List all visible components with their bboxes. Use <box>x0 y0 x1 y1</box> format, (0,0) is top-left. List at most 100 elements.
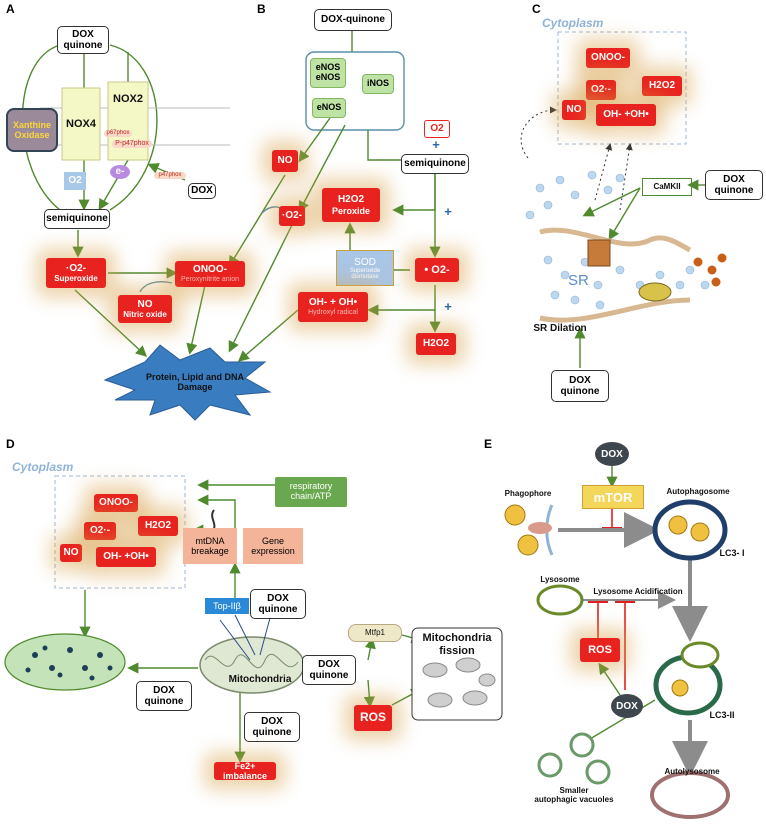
c-o2: O2·- <box>586 80 616 100</box>
panel-b-lines <box>228 30 441 362</box>
na-ions-c <box>693 253 727 287</box>
d-mitochondria: Mitochondria <box>228 674 292 685</box>
e-lysosome: Lysosome <box>540 575 580 584</box>
panel-e-lines <box>558 465 708 777</box>
d-mtdna-breakage: mtDNA breakage <box>183 528 237 564</box>
d-fe-imbalance: Fe2+ imbalance <box>214 761 276 781</box>
d-ros: ROS <box>354 705 392 731</box>
e-smaller-vacuoles: Smaller autophagic vacuoles <box>534 786 614 805</box>
sr-membrane-top <box>539 227 692 253</box>
b-sod-title: SOD <box>354 256 376 268</box>
e-autophagosome: Autophagosome <box>666 487 730 496</box>
a-damage-label: Protein, Lipid and DNA Damage <box>146 372 244 393</box>
d-dox-quinone-3: DOX quinone <box>136 681 192 711</box>
autophagosome-shape <box>652 499 728 561</box>
b-plus-2: + <box>444 204 452 219</box>
c-sr: SR <box>568 272 589 289</box>
b-dox-quinone: DOX-quinone <box>314 9 392 31</box>
d-h2o2: H2O2 <box>138 516 178 536</box>
panel-label-b: B <box>257 2 266 16</box>
vacuole-2 <box>537 752 563 778</box>
d-mtfp1: Mtfp1 <box>348 624 402 642</box>
c-ohoh: OH- +OH• <box>596 104 656 126</box>
a-onoo-sub: Peroxynitrite anion <box>181 275 239 283</box>
b-ohoh-title: OH- + OH• <box>308 297 358 309</box>
serca-pump <box>638 282 672 302</box>
d-ohoh: OH- +OH• <box>96 547 156 567</box>
b-enos-1: eNOS eNOS <box>310 58 346 88</box>
vacuole-3 <box>585 759 611 785</box>
a-curve <box>139 281 173 293</box>
panel-label-a: A <box>6 2 15 16</box>
d-o2: O2·- <box>84 522 116 540</box>
d-dox-quinone-2: DOX quinone <box>302 655 356 685</box>
b-h2o2: H2O2 <box>416 333 456 355</box>
autophagosome-cargo-1 <box>668 515 688 535</box>
b-h2o2-peroxide-title: H2O2 <box>337 194 365 206</box>
damage-burst-shape <box>103 344 272 421</box>
nox4-shape <box>61 87 101 161</box>
a-nox4: NOX4 <box>66 118 96 130</box>
c-dashed-box <box>557 31 687 145</box>
b-plus-3: + <box>444 299 452 314</box>
fission-mitos <box>422 657 496 708</box>
phagophore-cargo <box>504 504 552 556</box>
a-superoxide-sub: Superoxide <box>54 274 98 284</box>
b-o2: O2 <box>424 120 450 138</box>
a-semiquinone: semiquinone <box>44 209 110 229</box>
a-superoxide-title: ·O2- <box>66 262 86 274</box>
autophagosome-cargo-2 <box>690 522 710 542</box>
lysosome-shape <box>536 584 584 616</box>
vacuole-1 <box>569 732 595 758</box>
e-mtor: mTOR <box>582 485 644 509</box>
d-onoo: ONOO- <box>94 494 138 512</box>
a-onoo: ONOO-Peroxynitrite anion <box>175 261 245 287</box>
c-camkii: CaMKII <box>642 178 692 196</box>
e-dox-2: DOX <box>611 694 643 718</box>
c-dox-quinone: DOX quinone <box>705 170 763 200</box>
ryr-channel <box>587 239 611 267</box>
panel-c-lines <box>574 179 705 368</box>
b-o2-big: • O2- <box>415 258 459 282</box>
e-dox-1: DOX <box>595 442 629 466</box>
e-lc3ii: LC3-II <box>709 710 735 720</box>
a-o2: O2 <box>64 172 86 190</box>
mito-dna-lines <box>219 614 271 661</box>
e-phagophore: Phagophore <box>504 489 552 498</box>
d-dox-quinone-1: DOX quinone <box>250 589 306 619</box>
mitochondria-cristae <box>204 653 299 669</box>
a-onoo-title: ONOO- <box>193 264 227 276</box>
panel-d-lines <box>79 479 423 763</box>
c-dotted-arrow-3 <box>619 143 633 211</box>
b-enos-2: eNOS <box>312 98 346 118</box>
c-no: NO <box>562 100 586 120</box>
a-dox-quinone: DOX quinone <box>57 26 109 54</box>
a-dox: DOX <box>188 183 216 199</box>
b-ohoh: OH- + OH•Hydroxyl radical <box>298 292 368 322</box>
b-ohoh-sub: Hydroxyl radical <box>308 308 358 316</box>
a-xanthine-oxidase: Xanthine Oxidase <box>6 108 58 152</box>
c-h2o2: H2O2 <box>642 76 682 96</box>
d-no: NO <box>60 544 82 562</box>
panel-label-d: D <box>6 437 15 451</box>
e-acidification: Lysosome Acidification <box>593 587 683 596</box>
b-sod-sub: Superoxide dismutase <box>349 267 381 280</box>
c-dox-quinone-2: DOX quinone <box>551 370 609 402</box>
a-p47: P-p47phox <box>112 140 152 149</box>
b-plus-1: + <box>432 137 440 152</box>
c-sr-dilation: SR Dilation <box>533 323 587 334</box>
a-p67: p67phox <box>104 130 132 137</box>
cell-spots <box>25 645 113 681</box>
d-fission: Mitochondria fission <box>422 632 492 657</box>
a-electron: e- <box>110 165 130 179</box>
e-ros: ROS <box>580 638 620 662</box>
a-p47b: p47phox <box>154 172 186 179</box>
b-semiquinone: semiquinone <box>401 154 469 174</box>
a-nox2: NOX2 <box>113 93 143 105</box>
a-no-sub: Nitric oxide <box>123 310 167 320</box>
a-no-title: NO <box>137 298 153 310</box>
